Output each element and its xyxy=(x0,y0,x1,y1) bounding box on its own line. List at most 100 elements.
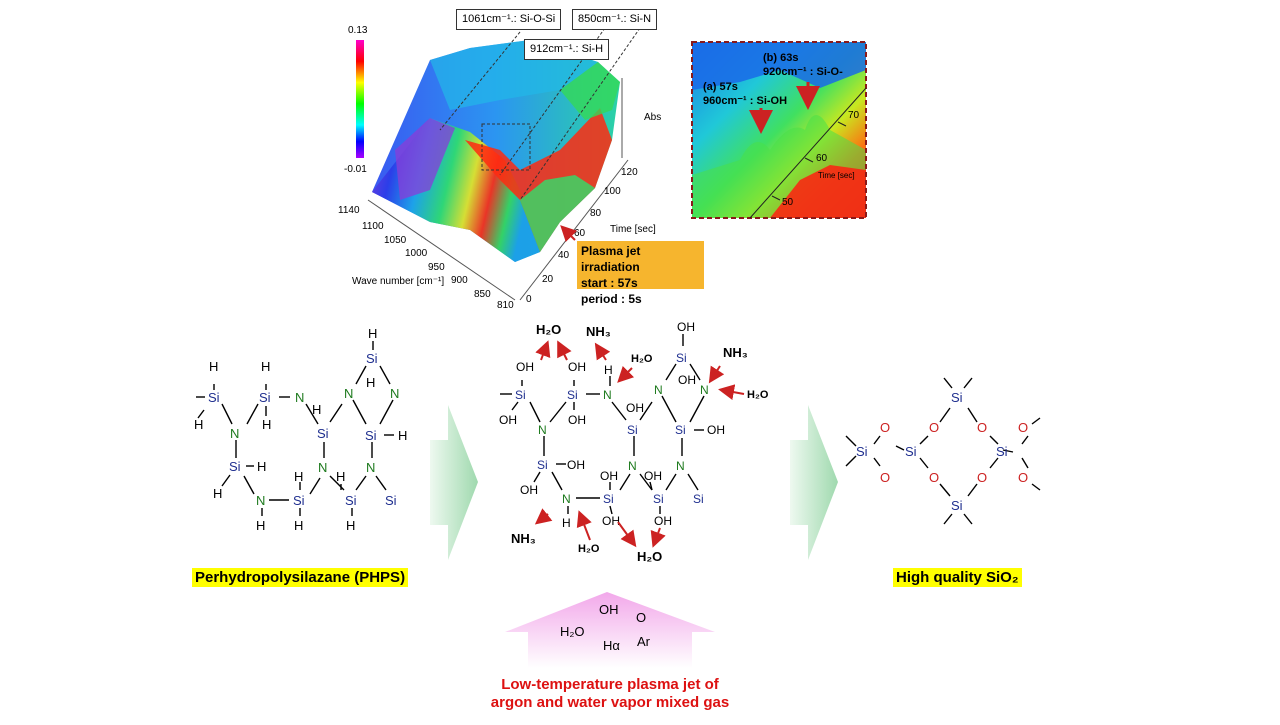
time-tick: 0 xyxy=(526,294,532,305)
atom-si: Si xyxy=(951,498,963,513)
atom-oh: OH xyxy=(516,360,534,374)
inset-peak-a-line2: 960cm⁻¹ : Si-OH xyxy=(703,95,787,107)
time-tick: 80 xyxy=(590,208,602,219)
atom-h: H xyxy=(346,518,355,533)
inset-time-label: Time [sec] xyxy=(818,171,855,180)
atom-o: O xyxy=(880,420,890,435)
atom-n: N xyxy=(344,386,353,401)
wave-tick: 1100 xyxy=(362,221,384,232)
inset-tick: 70 xyxy=(848,110,860,121)
incoming-h2o: H₂O xyxy=(747,389,769,401)
atom-oh: OH xyxy=(568,360,586,374)
atom-si: Si xyxy=(515,388,526,402)
atom-n: N xyxy=(700,383,709,397)
atom-n: N xyxy=(256,493,265,508)
species-o: O xyxy=(636,610,646,625)
atom-si: Si xyxy=(365,428,377,443)
inset-panel: 70 60 50 Time [sec] (b) 63s 920cm⁻¹ : Si… xyxy=(692,42,866,218)
atom-h: H xyxy=(261,359,270,374)
released-nh3: NH₃ xyxy=(723,345,748,360)
atom-si: Si xyxy=(345,493,357,508)
atom-h: H xyxy=(194,417,203,432)
atom-h: H xyxy=(312,402,321,417)
atom-n: N xyxy=(628,459,637,473)
atom-h: H xyxy=(213,486,222,501)
atom-o: O xyxy=(977,470,987,485)
species-oh: OH xyxy=(599,602,619,617)
time-tick: 60 xyxy=(574,228,586,239)
atom-n: N xyxy=(654,383,663,397)
abs-axis: Abs xyxy=(622,78,661,158)
atom-oh: OH xyxy=(600,469,618,483)
atom-o: O xyxy=(1018,470,1028,485)
abs-axis-label: Abs xyxy=(644,112,661,123)
inset-tick: 50 xyxy=(782,197,794,208)
atom-oh: OH xyxy=(568,413,586,427)
species-h-alpha: Hα xyxy=(603,638,620,653)
atom-si: Si xyxy=(208,390,220,405)
incoming-h2o: H₂O xyxy=(631,353,653,365)
atom-oh: OH xyxy=(707,423,725,437)
atom-n: N xyxy=(295,390,304,405)
wave-tick: 1140 xyxy=(338,205,360,216)
atom-si: Si xyxy=(385,493,397,508)
colorbar-min-label: -0.01 xyxy=(344,164,367,175)
atom-si: Si xyxy=(317,426,329,441)
atom-si: Si xyxy=(675,423,686,437)
intermediate-molecule: OH OH Si Si H N OH OH N Si OH OH N H OH … xyxy=(499,320,769,564)
atom-h: H xyxy=(294,469,303,484)
wave-tick: 810 xyxy=(497,300,514,311)
band-label-850: 850cm⁻¹.: Si-N xyxy=(572,9,657,30)
atom-oh: OH xyxy=(677,320,695,334)
ftir-3d-surface xyxy=(372,28,640,262)
atom-si: Si xyxy=(951,390,963,405)
band-label-1061: 1061cm⁻¹.: Si-O-Si xyxy=(456,9,561,30)
atom-si: Si xyxy=(537,458,548,472)
time-tick: 100 xyxy=(604,186,621,197)
atom-si: Si xyxy=(996,444,1008,459)
wave-axis-label: Wave number [cm⁻¹] xyxy=(352,276,444,287)
atom-o: O xyxy=(929,470,939,485)
plasma-caption-line1: Low-temperature plasma jet of xyxy=(440,676,780,694)
atom-o: O xyxy=(929,420,939,435)
atom-h: H xyxy=(256,518,265,533)
atom-n: N xyxy=(230,426,239,441)
atom-oh: OH xyxy=(567,458,585,472)
atom-n: N xyxy=(318,460,327,475)
atom-si: Si xyxy=(229,459,241,474)
reaction-arrow-right-2 xyxy=(790,405,838,560)
plasma-caption: Low-temperature plasma jet of argon and … xyxy=(440,676,780,712)
colorbar xyxy=(356,40,364,158)
sio2-network: Si O O O O Si Si Si O O O O Si xyxy=(846,378,1040,524)
released-h2o: H₂O xyxy=(637,549,662,564)
atom-n: N xyxy=(676,459,685,473)
atom-h: H xyxy=(336,469,345,484)
plasma-caption-line2: argon and water vapor mixed gas xyxy=(440,694,780,712)
atom-h: H xyxy=(209,359,218,374)
atom-n: N xyxy=(562,492,571,506)
atom-o: O xyxy=(880,470,890,485)
atom-si: Si xyxy=(293,493,305,508)
released-h2o: H₂O xyxy=(536,322,561,337)
plasma-box-line2: start : 57s xyxy=(581,275,700,291)
atom-n: N xyxy=(390,386,399,401)
wave-tick: 950 xyxy=(428,262,445,273)
plasma-box-line3: period : 5s xyxy=(581,291,700,307)
released-nh3: NH₃ xyxy=(511,531,536,546)
incoming-h2o: H₂O xyxy=(578,543,600,555)
atom-si: Si xyxy=(366,351,378,366)
time-tick: 120 xyxy=(621,167,638,178)
atom-si: Si xyxy=(693,492,704,506)
atom-o: O xyxy=(1018,420,1028,435)
atom-oh: OH xyxy=(654,514,672,528)
atom-h: H xyxy=(562,516,571,530)
atom-oh: OH xyxy=(520,483,538,497)
atom-si: Si xyxy=(676,351,687,365)
inset-peak-b-line1: (b) 63s xyxy=(763,52,798,64)
time-tick: 40 xyxy=(558,250,570,261)
atom-oh: OH xyxy=(644,469,662,483)
atom-oh: OH xyxy=(499,413,517,427)
atom-si: Si xyxy=(603,492,614,506)
